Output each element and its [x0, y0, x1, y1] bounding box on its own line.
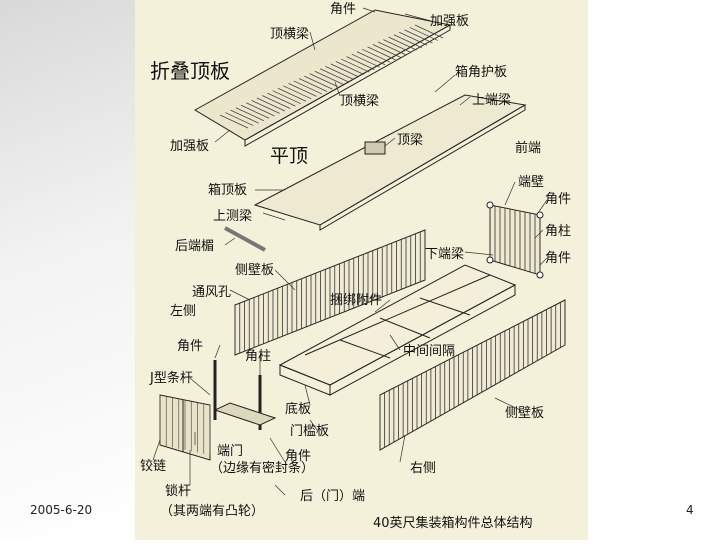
container-structure-figure: 角件 加强板 顶横梁 折叠顶板 箱角护板 顶横梁 上端梁 顶梁 加强板 平顶 前… — [135, 0, 588, 540]
label-right-side: 右侧 — [410, 461, 436, 476]
rear-end-frame — [213, 360, 277, 430]
label-side-wall-upper: 侧壁板 — [235, 263, 274, 278]
label-cross-member: 中间间隔 — [403, 344, 455, 359]
label-rear-door-end: 后（门）端 — [300, 489, 365, 504]
label-locking-bar: 锁杆 — [165, 483, 191, 499]
label-corner-fitting-bottom: 角件 — [285, 449, 311, 464]
left-side-wall — [234, 229, 426, 356]
label-roof-bow-mid: 顶横梁 — [340, 94, 379, 109]
label-corner-fitting-right1: 角件 — [545, 192, 571, 207]
label-left-side: 左侧 — [170, 304, 196, 319]
figure-caption: 40英尺集装箱构件总体结构 — [373, 515, 533, 531]
front-end-wall — [486, 201, 544, 279]
label-door-sill: 门槛板 — [290, 424, 329, 439]
label-reinforcing-plate-top: 加强板 — [430, 14, 469, 29]
label-door-seal: （边缘有密封条） — [210, 460, 314, 476]
label-corner-fitting-left: 角件 — [177, 339, 203, 354]
label-hinge: 铰链 — [140, 459, 166, 474]
slide-background-gradient — [0, 0, 135, 540]
label-floor: 底板 — [285, 401, 311, 417]
label-rear-header: 后端楣 — [175, 239, 214, 254]
label-bottom-end-rail: 下端梁 — [425, 247, 464, 262]
label-corner-fitting-top: 角件 — [330, 2, 356, 17]
label-corner-fitting-right2: 角件 — [545, 251, 571, 266]
rear-door — [159, 394, 211, 461]
label-locking-bar-note: （其两端有凸轮） — [160, 504, 264, 519]
label-reinforcing-plate-left: 加强板 — [170, 139, 209, 154]
label-vent: 通风孔 — [192, 285, 231, 300]
rear-header-beam — [224, 226, 266, 252]
label-lashing-fittings: 捆绑附件 — [330, 293, 382, 308]
floor-frame — [278, 264, 517, 396]
roof-slots — [219, 24, 444, 129]
label-roof-bow-top: 顶横梁 — [270, 27, 309, 42]
label-roof-panel: 箱顶板 — [208, 182, 247, 198]
label-top-side-rail: 上测梁 — [213, 209, 252, 224]
right-side-wall — [379, 299, 566, 451]
label-flat-roof: 平顶 — [270, 145, 308, 167]
slide-date: 2005-6-20 — [30, 503, 93, 517]
label-front-end: 前端 — [515, 140, 541, 156]
label-folding-roof: 折叠顶板 — [150, 59, 230, 83]
label-corner-post-left: 角柱 — [245, 349, 271, 364]
label-j-bar: J型条杆 — [149, 370, 193, 386]
label-end-wall: 端壁 — [518, 175, 544, 190]
slide-page-number: 4 — [686, 503, 694, 517]
flat-roof-panel — [253, 94, 527, 231]
label-end-door: 端门 — [217, 444, 243, 459]
label-corner-protector: 箱角护板 — [455, 64, 507, 80]
label-top-end-rail: 上端梁 — [472, 93, 511, 108]
exploded-diagram: 角件 加强板 顶横梁 折叠顶板 箱角护板 顶横梁 上端梁 顶梁 加强板 平顶 前… — [140, 2, 571, 531]
label-corner-post-right: 角柱 — [545, 224, 571, 239]
leader-lines — [152, 7, 548, 496]
label-side-wall-lower: 侧壁板 — [505, 406, 544, 421]
label-roof-beam: 顶梁 — [397, 133, 423, 148]
